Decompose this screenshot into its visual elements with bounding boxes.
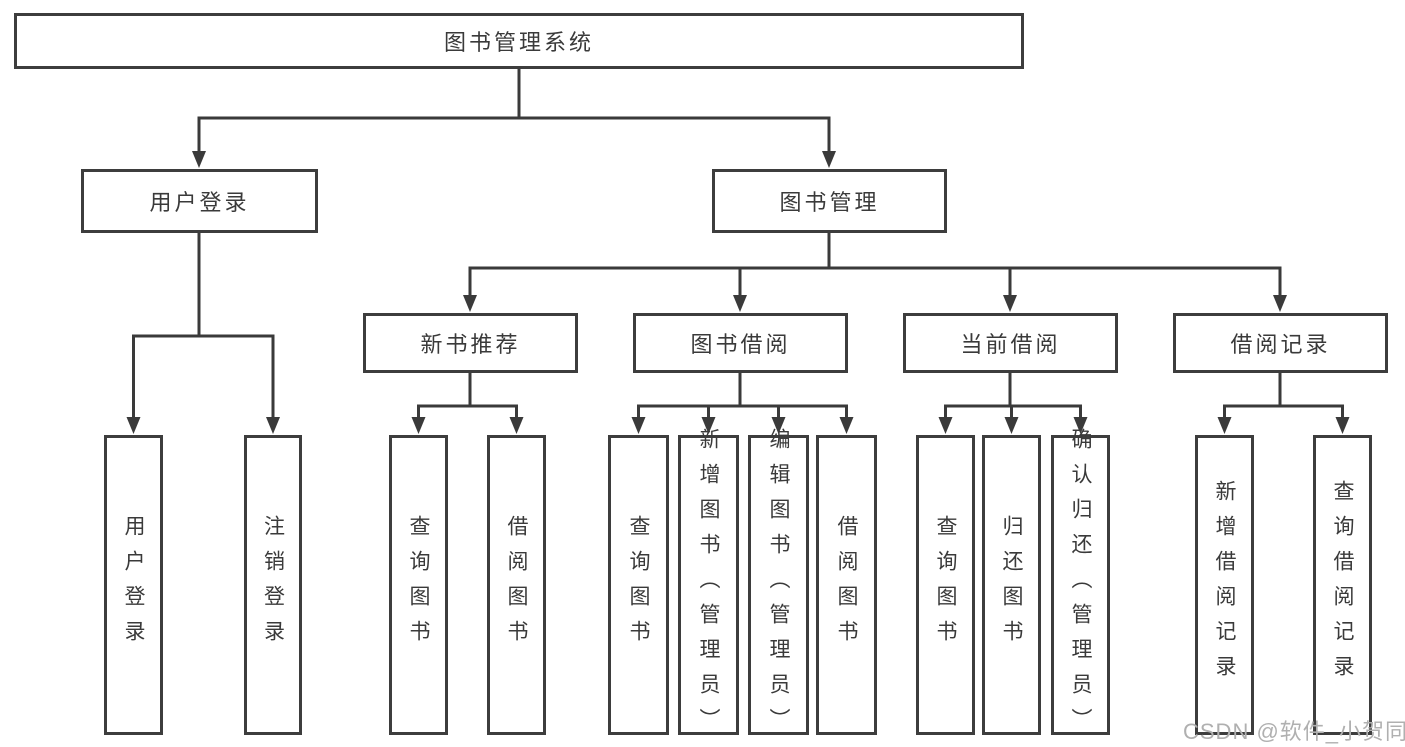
leaf-logout: 注销登录 [244, 435, 302, 735]
connector-user-login-to-leaves [132, 233, 275, 422]
node-current-borrow: 当前借阅 [903, 313, 1118, 373]
node-new-books: 新书推荐 [363, 313, 578, 373]
leaf-borrow-books-newbooks: 借阅图书 [487, 435, 546, 735]
connector-book-mgmt-to-level3 [468, 233, 1282, 300]
leaf-query-books-newbooks: 查询图书 [389, 435, 448, 735]
leaf-label: 归还图书 [1000, 515, 1023, 655]
arrow-icon [192, 151, 206, 168]
arrow-icon [822, 151, 836, 168]
leaf-edit-books-admin: 编辑图书（管理员） [748, 428, 809, 743]
arrow-icon [266, 417, 280, 434]
arrow-icon [1003, 295, 1017, 312]
connector-new-books-to-leaves [417, 373, 518, 422]
node-root: 图书管理系统 [14, 13, 1024, 69]
arrow-icon [631, 417, 646, 434]
leaf-label: 新增借阅记录 [1213, 480, 1236, 690]
leaf-label: 查询图书 [627, 515, 650, 655]
arrow-icon [1004, 417, 1019, 434]
leaf-label: 借阅图书 [505, 515, 528, 655]
leaf-query-books-current: 查询图书 [916, 435, 975, 735]
leaf-label: 查询图书 [407, 515, 430, 655]
arrow-icon [1335, 417, 1350, 434]
node-book-borrow: 图书借阅 [633, 313, 848, 373]
connector-borrow-to-leaves [637, 373, 848, 422]
leaf-add-books-admin: 新增图书（管理员） [678, 428, 739, 743]
leaf-label: 借阅图书 [835, 515, 858, 655]
node-user-login: 用户登录 [81, 169, 318, 233]
connector-records-to-leaves [1223, 373, 1344, 422]
leaf-user-login: 用户登录 [104, 435, 163, 735]
leaf-label: 新增图书（管理员） [697, 427, 720, 743]
leaf-add-borrow-record: 新增借阅记录 [1195, 435, 1254, 735]
leaf-label: 确认归还（管理员） [1069, 427, 1092, 743]
leaf-borrow-books: 借阅图书 [816, 435, 877, 735]
arrow-icon [733, 295, 747, 312]
arrow-icon [411, 417, 426, 434]
leaf-label: 编辑图书（管理员） [767, 427, 790, 743]
arrow-icon [509, 417, 524, 434]
leaf-label: 注销登录 [261, 515, 285, 655]
arrow-icon [1217, 417, 1232, 434]
leaf-label: 查询借阅记录 [1331, 480, 1354, 690]
node-book-mgmt: 图书管理 [712, 169, 947, 233]
connector-root-to-level2 [197, 69, 831, 156]
node-borrow-records: 借阅记录 [1173, 313, 1388, 373]
arrow-icon [839, 417, 854, 434]
leaf-label: 用户登录 [122, 515, 145, 655]
leaf-label: 查询图书 [934, 515, 957, 655]
arrow-icon [1273, 295, 1287, 312]
leaf-confirm-return-admin: 确认归还（管理员） [1051, 428, 1110, 743]
leaf-return-books: 归还图书 [982, 435, 1041, 735]
leaf-query-books-borrow: 查询图书 [608, 435, 669, 735]
arrow-icon [463, 295, 477, 312]
leaf-query-borrow-record: 查询借阅记录 [1313, 435, 1372, 735]
arrow-icon [938, 417, 953, 434]
connector-current-to-leaves [944, 373, 1082, 422]
csdn-watermark: CSDN @软件_小贺同学 [1183, 719, 1405, 744]
arrow-icon [126, 417, 141, 434]
